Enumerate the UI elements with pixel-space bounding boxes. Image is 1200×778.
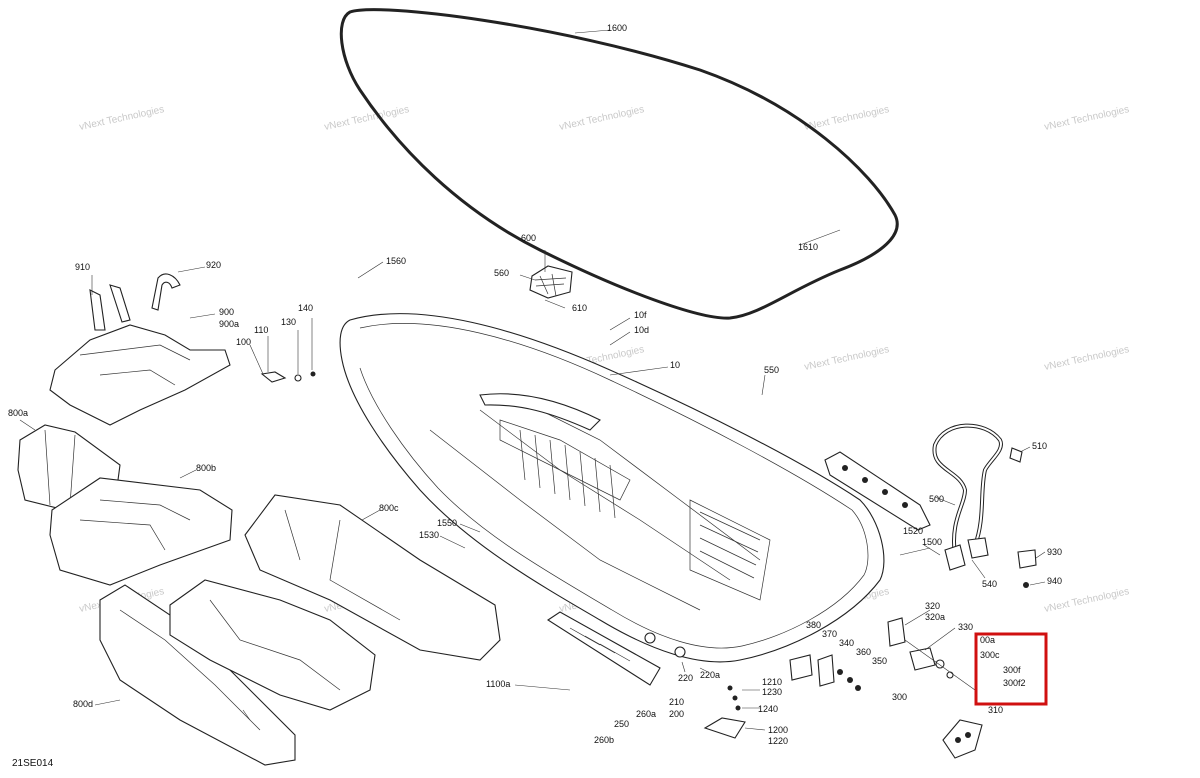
label-380: 380: [806, 620, 821, 630]
label-1220: 1220: [768, 736, 788, 746]
label-900: 900: [219, 307, 234, 317]
label-220: 220: [678, 673, 693, 683]
leader-lines: [19, 29, 1046, 731]
part-300-assembly: [887, 617, 976, 691]
part-930-clip: [1017, 549, 1037, 588]
part-500-510-tube: [932, 423, 1023, 571]
label-260b: 260b: [594, 735, 614, 745]
part-800b: [49, 477, 233, 586]
watermark: vNext Technologies: [1043, 586, 1130, 615]
label-1550: 1550: [437, 518, 457, 528]
label-320a: 320a: [925, 612, 945, 622]
label-350: 350: [872, 656, 887, 666]
watermark: vNext Technologies: [1043, 344, 1130, 373]
label-500: 500: [929, 494, 944, 504]
label-800a: 800a: [8, 408, 28, 418]
label-1210: 1210: [762, 677, 782, 687]
label-930: 930: [1047, 547, 1062, 557]
part-10-hull: [339, 313, 885, 663]
label-130: 130: [281, 317, 296, 327]
label-00a: 00a: [980, 635, 995, 645]
label-320: 320: [925, 601, 940, 611]
part-560-bracket: [529, 265, 573, 299]
watermark: vNext Technologies: [78, 104, 165, 133]
label-560: 560: [494, 268, 509, 278]
label-10f: 10f: [634, 310, 647, 320]
label-10: 10: [670, 360, 680, 370]
label-900a: 900a: [219, 319, 239, 329]
label-100: 100: [236, 337, 251, 347]
label-800b: 800b: [196, 463, 216, 473]
part-550-rail: [824, 451, 931, 531]
label-300c: 300c: [980, 650, 1000, 660]
label-360: 360: [856, 647, 871, 657]
label-210: 210: [669, 697, 684, 707]
part-100-140-hardware: [260, 371, 316, 383]
label-300f2: 300f2: [1003, 678, 1026, 688]
part-cover: [942, 719, 983, 759]
label-1610: 1610: [798, 242, 818, 252]
highlight-box: [974, 632, 1048, 706]
watermark: vNext Technologies: [803, 344, 890, 373]
part-labels: 1600 1610 600 560 610 1560 10f 10d 10 55…: [8, 23, 1062, 746]
label-920: 920: [206, 260, 221, 270]
label-1100a: 1100a: [486, 679, 510, 689]
label-600: 600: [521, 233, 536, 243]
label-370: 370: [822, 629, 837, 639]
label-140: 140: [298, 303, 313, 313]
part-800d: [99, 584, 296, 766]
label-800c: 800c: [379, 503, 399, 513]
part-340-380-cluster: [789, 654, 861, 691]
label-1230: 1230: [762, 687, 782, 697]
label-1520: 1520: [903, 526, 923, 536]
label-200: 200: [669, 709, 684, 719]
label-1240: 1240: [758, 704, 778, 714]
label-1500: 1500: [922, 537, 942, 547]
part-1200-plate: [703, 685, 746, 739]
part-1600-seal: [339, 8, 899, 320]
watermark: vNext Technologies: [323, 104, 410, 133]
label-510: 510: [1032, 441, 1047, 451]
label-330: 330: [958, 622, 973, 632]
label-910: 910: [75, 262, 90, 272]
label-1530: 1530: [419, 530, 439, 540]
label-10d: 10d: [634, 325, 649, 335]
label-540: 540: [982, 579, 997, 589]
part-800c: [244, 494, 501, 661]
label-610: 610: [572, 303, 587, 313]
label-800d: 800d: [73, 699, 93, 709]
label-250: 250: [614, 719, 629, 729]
label-1560: 1560: [386, 256, 406, 266]
label-300f: 300f: [1003, 665, 1021, 675]
label-300: 300: [892, 692, 907, 702]
label-1600: 1600: [607, 23, 627, 33]
watermark: vNext Technologies: [803, 104, 890, 133]
label-1200: 1200: [768, 725, 788, 735]
label-260a: 260a: [636, 709, 656, 719]
label-110: 110: [254, 325, 268, 335]
label-550: 550: [764, 365, 779, 375]
watermark: vNext Technologies: [1043, 104, 1130, 133]
part-foam-middle: [169, 579, 376, 711]
label-340: 340: [839, 638, 854, 648]
part-200-panel: [546, 611, 686, 686]
part-900-support: [49, 273, 231, 426]
label-310: 310: [988, 705, 1003, 715]
label-220a: 220a: [700, 670, 720, 680]
label-940: 940: [1047, 576, 1062, 586]
watermark: vNext Technologies: [558, 104, 645, 133]
diagram-code: 21SE014: [12, 758, 54, 769]
